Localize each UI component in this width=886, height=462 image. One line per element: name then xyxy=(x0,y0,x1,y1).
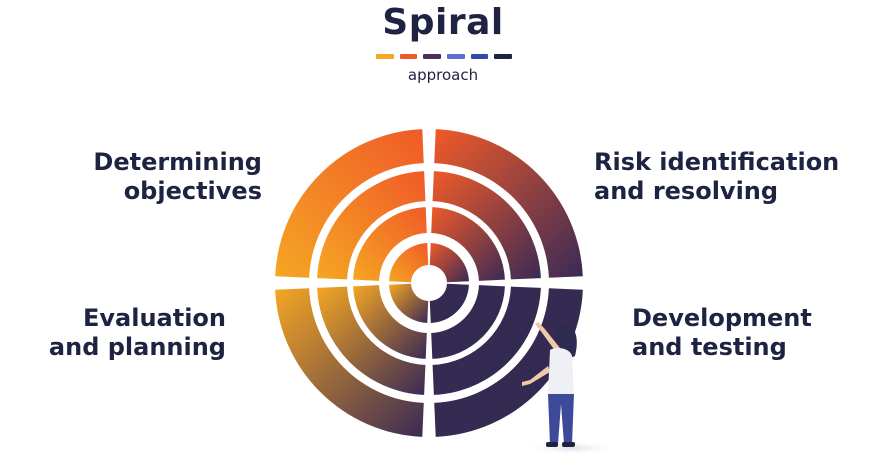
ring-1-bottom-left-segment xyxy=(275,288,424,437)
ring-2-top-left-segment xyxy=(317,171,426,280)
shoe-right xyxy=(562,442,575,447)
dash-5 xyxy=(470,54,489,59)
ring-1-top-left-segment xyxy=(275,129,424,278)
label-determining-objectives: Determining objectives xyxy=(60,148,262,206)
label-line: Development xyxy=(632,304,812,332)
dash-2 xyxy=(399,54,418,59)
ring-4-bottom-left-segment xyxy=(389,283,429,323)
legs xyxy=(548,394,574,444)
dash-6 xyxy=(494,54,513,59)
label-evaluation-planning: Evaluation and planning xyxy=(30,304,226,362)
page-subtitle: approach xyxy=(407,66,479,84)
ring-1-top-right-segment xyxy=(434,129,583,278)
dash-4 xyxy=(447,54,465,59)
ring-2-top-right-segment xyxy=(432,171,541,280)
label-development-testing: Development and testing xyxy=(632,304,812,362)
label-line: objectives xyxy=(123,177,262,205)
ring-2-bottom-right-segment xyxy=(432,286,541,395)
dash-1 xyxy=(376,54,394,59)
arm-raised xyxy=(535,322,560,352)
ring-3-bottom-left-segment xyxy=(353,285,427,359)
label-line: Evaluation xyxy=(82,304,226,332)
spiral-rings xyxy=(275,129,583,437)
ring-3-top-left-segment xyxy=(353,207,427,281)
label-line: and resolving xyxy=(594,177,779,205)
ring-4-top-left-segment xyxy=(389,243,429,283)
title-dash-divider xyxy=(376,54,513,60)
shoe-left xyxy=(546,442,558,447)
torso xyxy=(548,348,574,394)
label-line: and planning xyxy=(48,333,226,361)
ring-1-bottom-right-segment xyxy=(434,288,583,437)
label-risk-identification: Risk identification and resolving xyxy=(594,148,839,206)
ring-3-bottom-right-segment xyxy=(431,285,505,359)
ring-4-bottom-right-segment xyxy=(429,283,469,323)
ring-2-bottom-left-segment xyxy=(317,286,426,395)
person-pointing-icon xyxy=(522,322,620,455)
label-line: Risk identification xyxy=(594,148,840,176)
label-line: and testing xyxy=(632,333,787,361)
dash-3 xyxy=(423,54,442,59)
label-line: Determining xyxy=(93,148,262,176)
arm-lower xyxy=(522,366,550,386)
page-title: Spiral xyxy=(382,2,504,43)
ring-4-top-right-segment xyxy=(429,243,469,283)
hair xyxy=(554,324,577,360)
ring-3-top-right-segment xyxy=(431,207,505,281)
